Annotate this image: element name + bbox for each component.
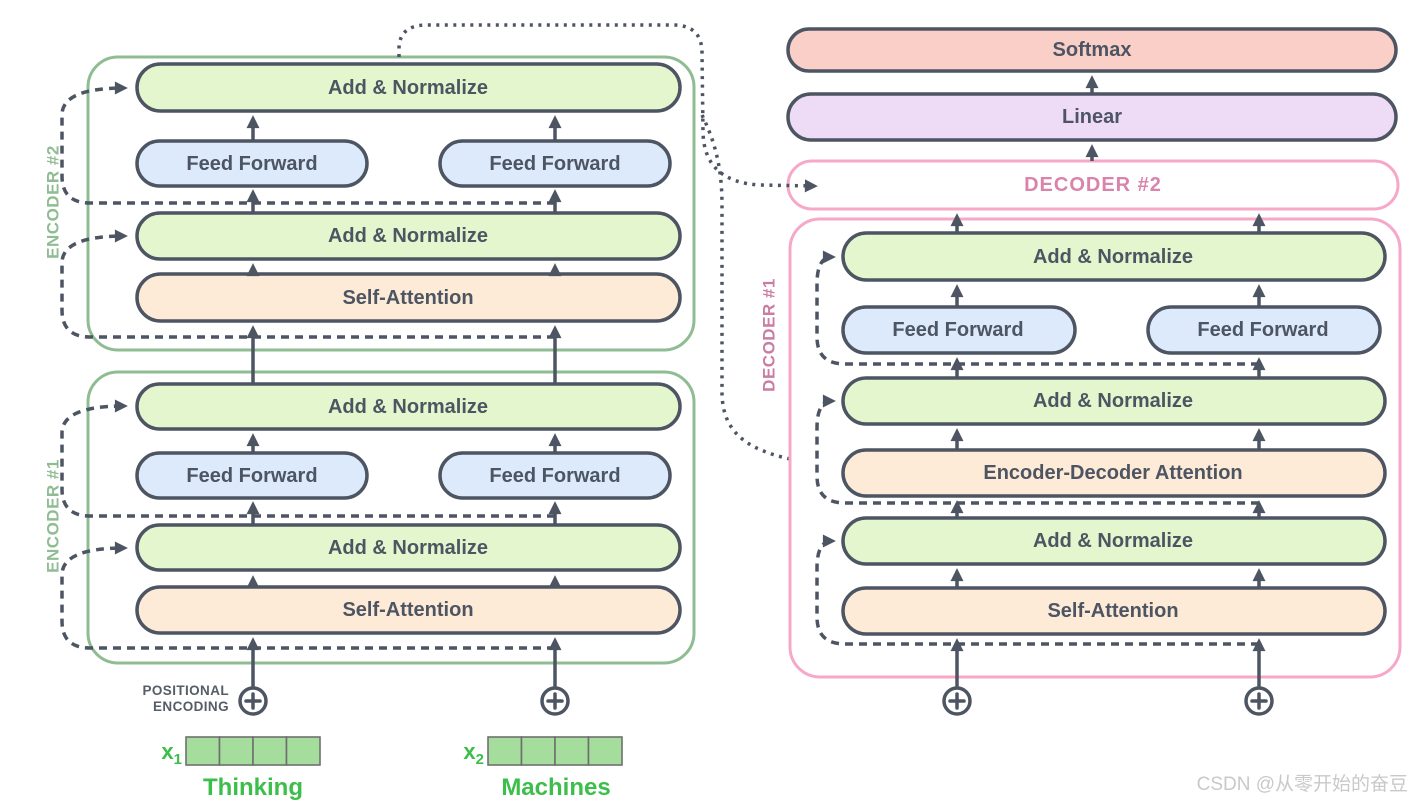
linear-label: Linear xyxy=(1062,106,1122,128)
encoder-1-self-attention-pill xyxy=(135,585,682,635)
plus-circle-icon-decoder-right xyxy=(1244,686,1274,716)
decoder-1-encoder-decoder-attention-label: Encoder-Decoder Attention xyxy=(983,462,1242,484)
softmax-pill xyxy=(786,27,1398,73)
decoder-1-self-attention-label: Self-Attention xyxy=(1047,600,1178,622)
decoder-2-label: DECODER #2 xyxy=(1024,174,1162,196)
decoder-1: DECODER #1 Add & Normalize Feed Forward … xyxy=(760,213,1402,679)
decoder-1-add-normalize-2-pill xyxy=(841,376,1387,426)
encoder-1-feed-forward-left-label: Feed Forward xyxy=(186,465,317,487)
encoder-2-add-normalize-2-label: Add & Normalize xyxy=(328,225,488,247)
encoder-2-feed-forward-left-label: Feed Forward xyxy=(186,153,317,175)
decoder-1-feed-forward-left-label: Feed Forward xyxy=(892,319,1023,341)
output-stack: Softmax Linear DECODER #2 xyxy=(786,27,1400,211)
encoder-1-self-attention-label: Self-Attention xyxy=(342,599,473,621)
x2-embedding-vector xyxy=(487,736,623,766)
input-word-2: Machines xyxy=(501,774,610,801)
encoder-1-add-normalize-2-pill xyxy=(135,523,682,572)
encoder-1-residual-lower xyxy=(60,541,555,650)
softmax-label: Softmax xyxy=(1053,39,1132,61)
positional-encoding-label-line2: ENCODING xyxy=(153,699,229,714)
decoder-1-feed-forward-left-pill xyxy=(841,305,1077,355)
encoder-2: ENCODER #2 Add & Normalize Feed Forward … xyxy=(44,55,696,352)
encoder-1-label: ENCODER #1 xyxy=(44,459,63,573)
encoder-2-add-normalize-1-pill xyxy=(135,62,682,113)
x2-label: x2 xyxy=(463,739,484,768)
decoder-1-residual-upper xyxy=(815,250,1259,366)
decoder-1-encoder-decoder-attention-pill xyxy=(841,448,1387,498)
decoder-1-residual-middle xyxy=(815,394,1259,505)
encoder-2-label: ENCODER #2 xyxy=(44,145,63,259)
encoder-2-add-normalize-2-pill xyxy=(135,211,682,261)
encoder-1-add-normalize-1-pill xyxy=(135,382,682,431)
plus-circle-icon-x2 xyxy=(540,686,570,716)
input-word-1: Thinking xyxy=(203,774,303,801)
x1-label: x1 xyxy=(161,739,182,768)
decoder-1-feed-forward-right-label: Feed Forward xyxy=(1197,319,1328,341)
dotted-connection-encoder-to-decoder2 xyxy=(397,23,818,193)
watermark-text: CSDN @从零开始的奋豆 xyxy=(1197,773,1408,795)
encoder-1-add-normalize-2-label: Add & Normalize xyxy=(328,537,488,559)
decoder-1-add-normalize-3-pill xyxy=(841,516,1387,566)
decoder-1-add-normalize-1-label: Add & Normalize xyxy=(1033,246,1193,268)
decoder-1-label: DECODER #1 xyxy=(760,278,779,392)
positional-encoding-label-line1: POSITIONAL xyxy=(142,683,229,698)
decoder-1-feed-forward-right-pill xyxy=(1146,305,1382,355)
input-row: POSITIONAL ENCODING x1 Thinking x2 Machi… xyxy=(142,637,1274,801)
encoder-2-add-normalize-1-label: Add & Normalize xyxy=(328,77,488,99)
encoder-2-residual-lower xyxy=(60,229,555,339)
encoder-1-add-normalize-1-label: Add & Normalize xyxy=(328,396,488,418)
decoder-1-add-normalize-1-pill xyxy=(841,231,1387,282)
encoder-1-feed-forward-right-label: Feed Forward xyxy=(489,465,620,487)
decoder-1-self-attention-pill xyxy=(841,586,1387,636)
plus-circle-icon-x1 xyxy=(238,686,268,716)
encoder-1: ENCODER #1 Add & Normalize Feed Forward … xyxy=(44,370,696,665)
encoder-2-residual-upper xyxy=(60,81,555,205)
encoder-2-self-attention-pill xyxy=(135,272,682,323)
encoder-2-feed-forward-right-label: Feed Forward xyxy=(489,153,620,175)
decoder-1-add-normalize-3-label: Add & Normalize xyxy=(1033,530,1193,552)
decoder-1-add-normalize-2-label: Add & Normalize xyxy=(1033,390,1193,412)
encoder-1-residual-upper xyxy=(60,399,555,518)
x1-embedding-vector xyxy=(185,736,321,766)
encoder-2-self-attention-label: Self-Attention xyxy=(342,287,473,309)
decoder-1-residual-lower xyxy=(815,534,1259,646)
plus-circle-icon-decoder-left xyxy=(942,686,972,716)
